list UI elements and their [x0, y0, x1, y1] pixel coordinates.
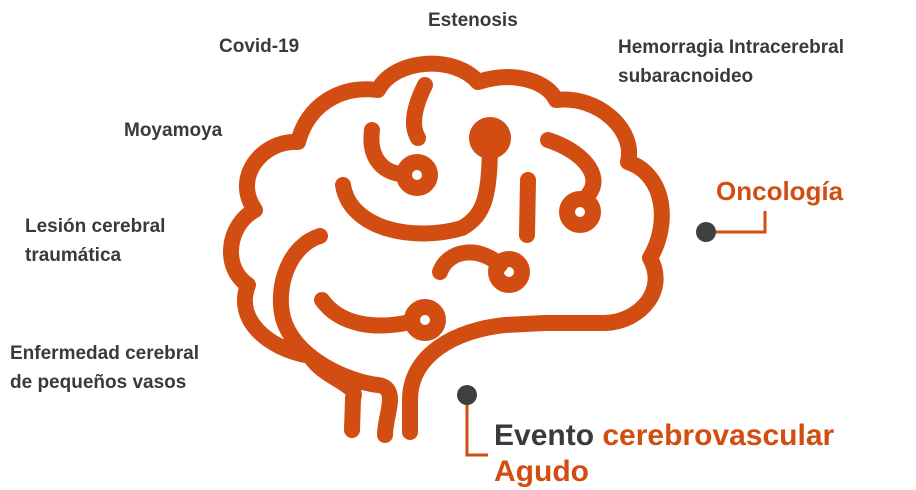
label-hemorragia-line1: Hemorragia Intracerebral	[618, 33, 844, 62]
node-1	[404, 162, 430, 188]
label-moyamoya: Moyamoya	[124, 116, 222, 145]
label-lesion-line1: Lesión cerebral	[25, 212, 165, 241]
label-evento-line2: Agudo	[494, 454, 834, 490]
label-covid: Covid-19	[219, 32, 299, 61]
label-estenosis: Estenosis	[428, 6, 518, 35]
label-evento-accent: cerebrovascular	[602, 419, 834, 452]
node-5	[412, 307, 438, 333]
label-enfermedad-line2: de pequeños vasos	[10, 368, 199, 397]
fold-1	[371, 130, 400, 174]
label-evento: Evento cerebrovascular Agudo	[494, 418, 834, 490]
fold-5	[527, 180, 528, 235]
evento-dot	[457, 385, 477, 405]
label-enfermedad-line1: Enfermedad cerebral	[10, 339, 199, 368]
label-enfermedad: Enfermedad cerebral de pequeños vasos	[10, 339, 199, 397]
node-4	[496, 259, 522, 285]
node-3	[567, 199, 593, 225]
label-evento-word: Evento	[494, 419, 594, 452]
fold-2	[414, 85, 425, 138]
label-hemorragia-line2: subaracnoideo	[618, 62, 844, 91]
label-lesion-line2: traumática	[25, 241, 165, 270]
oncologia-dot	[696, 222, 716, 242]
temporal-fold	[281, 236, 390, 435]
fold-4	[548, 140, 593, 195]
label-lesion: Lesión cerebral traumática	[25, 212, 165, 270]
fold-7	[322, 300, 410, 326]
label-oncologia: Oncología	[716, 177, 843, 206]
label-hemorragia: Hemorragia Intracerebral subaracnoideo	[618, 33, 844, 91]
label-evento-line1: Evento cerebrovascular	[494, 418, 834, 454]
